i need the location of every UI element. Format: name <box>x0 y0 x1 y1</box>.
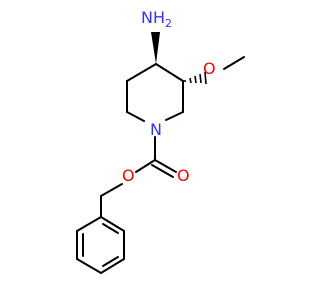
amine-group: N H 2 <box>141 8 172 30</box>
amine-h-count-label: 2 <box>165 17 172 30</box>
bond-carbonyl-ester-o <box>135 159 156 173</box>
bond-carbonyl-o-1 <box>154 159 177 173</box>
bond-ester-o-ch2 <box>100 183 123 197</box>
methoxy-o-label: O <box>203 59 216 78</box>
amine-n-label: N <box>141 8 153 27</box>
hashed-bond-c3-ome <box>184 71 207 85</box>
wedge-bond-c4-nh2 <box>151 32 160 64</box>
amine-h-label: H <box>153 8 165 27</box>
phenyl-ring <box>76 216 125 274</box>
bond-c4-c5 <box>126 63 157 82</box>
ring-n-label: N <box>150 120 162 139</box>
bond-c6-n1 <box>126 111 145 122</box>
piperidine-ring <box>126 63 184 122</box>
ester-o-label: O <box>122 166 135 185</box>
carbonyl-o-label: O <box>177 166 190 185</box>
bond-c3-c4 <box>155 63 184 82</box>
bond-n1-c2 <box>165 111 184 121</box>
structure-canvas: N H 2 O N O O <box>76 8 245 274</box>
bond-carbonyl-o-2 <box>151 164 174 178</box>
bond-o-methyl <box>223 56 245 70</box>
